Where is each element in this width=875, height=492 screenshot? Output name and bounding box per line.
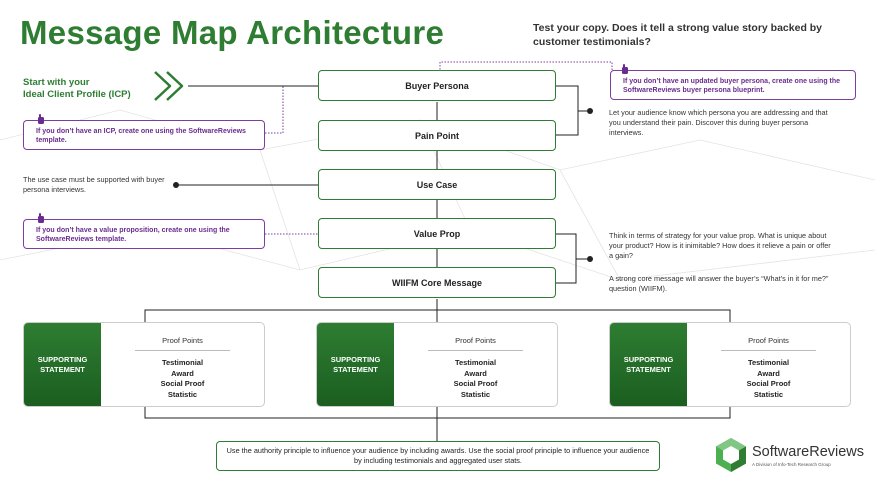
flow-value-prop: Value Prop xyxy=(318,218,556,249)
chevron-right-icon xyxy=(154,71,184,101)
flow-wiifm: WIIFM Core Message xyxy=(318,267,556,298)
proof-item: Statistic xyxy=(167,389,198,399)
proof-item: Testimonial xyxy=(161,358,204,367)
logo-tagline: A Division of Info-Tech Research Group xyxy=(752,462,831,467)
supporting-statement-label: SUPPORTING STATEMENT xyxy=(317,323,394,406)
page-title: Message Map Architecture xyxy=(20,14,445,51)
supporting-card: SUPPORTING STATEMENT Proof Points Testim… xyxy=(316,322,558,407)
note-icp: If you don’t have an ICP, create one usi… xyxy=(23,120,265,150)
icp-line-1: Start with your xyxy=(23,77,90,88)
flow-buyer-persona: Buyer Persona xyxy=(318,70,556,101)
proof-points-heading: Proof Points xyxy=(135,336,230,351)
side-text-persona-pain: Let your audience know which persona you… xyxy=(609,108,828,138)
proof-item: Testimonial xyxy=(747,358,790,367)
proof-item: Social Proof xyxy=(453,379,498,388)
hand-pointer-icon xyxy=(38,213,44,223)
supporting-card: SUPPORTING STATEMENT Proof Points Testim… xyxy=(23,322,265,407)
logo-name: SoftwareReviews xyxy=(752,444,865,460)
proof-item: Statistic xyxy=(753,389,784,399)
hand-pointer-icon xyxy=(38,114,44,124)
note-value-prop: If you don’t have a value proposition, c… xyxy=(23,219,265,249)
side-text-value-1: Think in terms of strategy for your valu… xyxy=(609,231,831,261)
proof-item: Statistic xyxy=(460,389,491,399)
proof-item: Award xyxy=(171,368,194,378)
side-text-value-2: A strong core message will answer the bu… xyxy=(609,274,829,294)
flow-pain-point: Pain Point xyxy=(318,120,556,151)
supporting-statement-label: SUPPORTING STATEMENT xyxy=(24,323,101,406)
icp-callout: Start with your Ideal Client Profile (IC… xyxy=(23,77,131,102)
flow-use-case: Use Case xyxy=(318,169,556,200)
bottom-summary: Use the authority principle to influence… xyxy=(216,441,660,471)
hand-pointer-icon xyxy=(622,64,628,74)
icp-line-2: Ideal Client Profile (ICP) xyxy=(23,89,131,101)
proof-item: Social Proof xyxy=(746,379,791,388)
softwarereviews-logo-icon xyxy=(716,438,746,472)
note-persona: If you don’t have an updated buyer perso… xyxy=(610,70,856,100)
side-text-use-case: The use case must be supported with buye… xyxy=(23,175,165,195)
proof-item: Testimonial xyxy=(454,358,497,367)
proof-item: Award xyxy=(757,368,780,378)
proof-item: Social Proof xyxy=(160,379,205,388)
proof-item: Award xyxy=(464,368,487,378)
proof-points-heading: Proof Points xyxy=(428,336,523,351)
proof-points-heading: Proof Points xyxy=(721,336,816,351)
supporting-card: SUPPORTING STATEMENT Proof Points Testim… xyxy=(609,322,851,407)
supporting-statement-label: SUPPORTING STATEMENT xyxy=(610,323,687,406)
page-subtitle: Test your copy. Does it tell a strong va… xyxy=(533,22,823,48)
